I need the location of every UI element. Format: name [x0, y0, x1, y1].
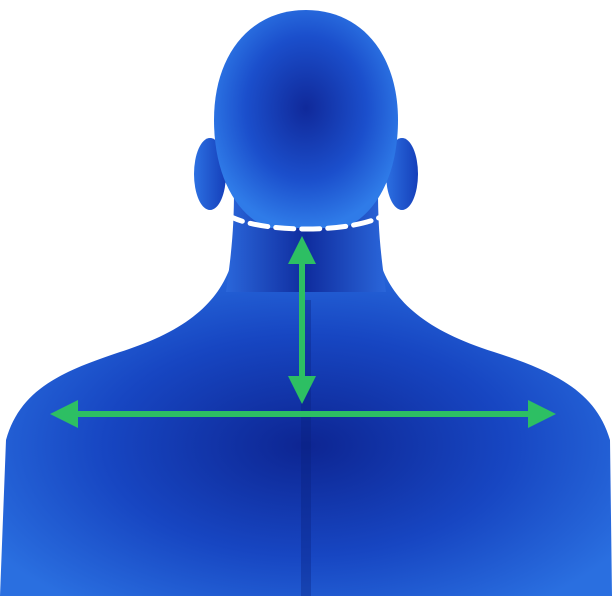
- head-shape: [214, 10, 398, 228]
